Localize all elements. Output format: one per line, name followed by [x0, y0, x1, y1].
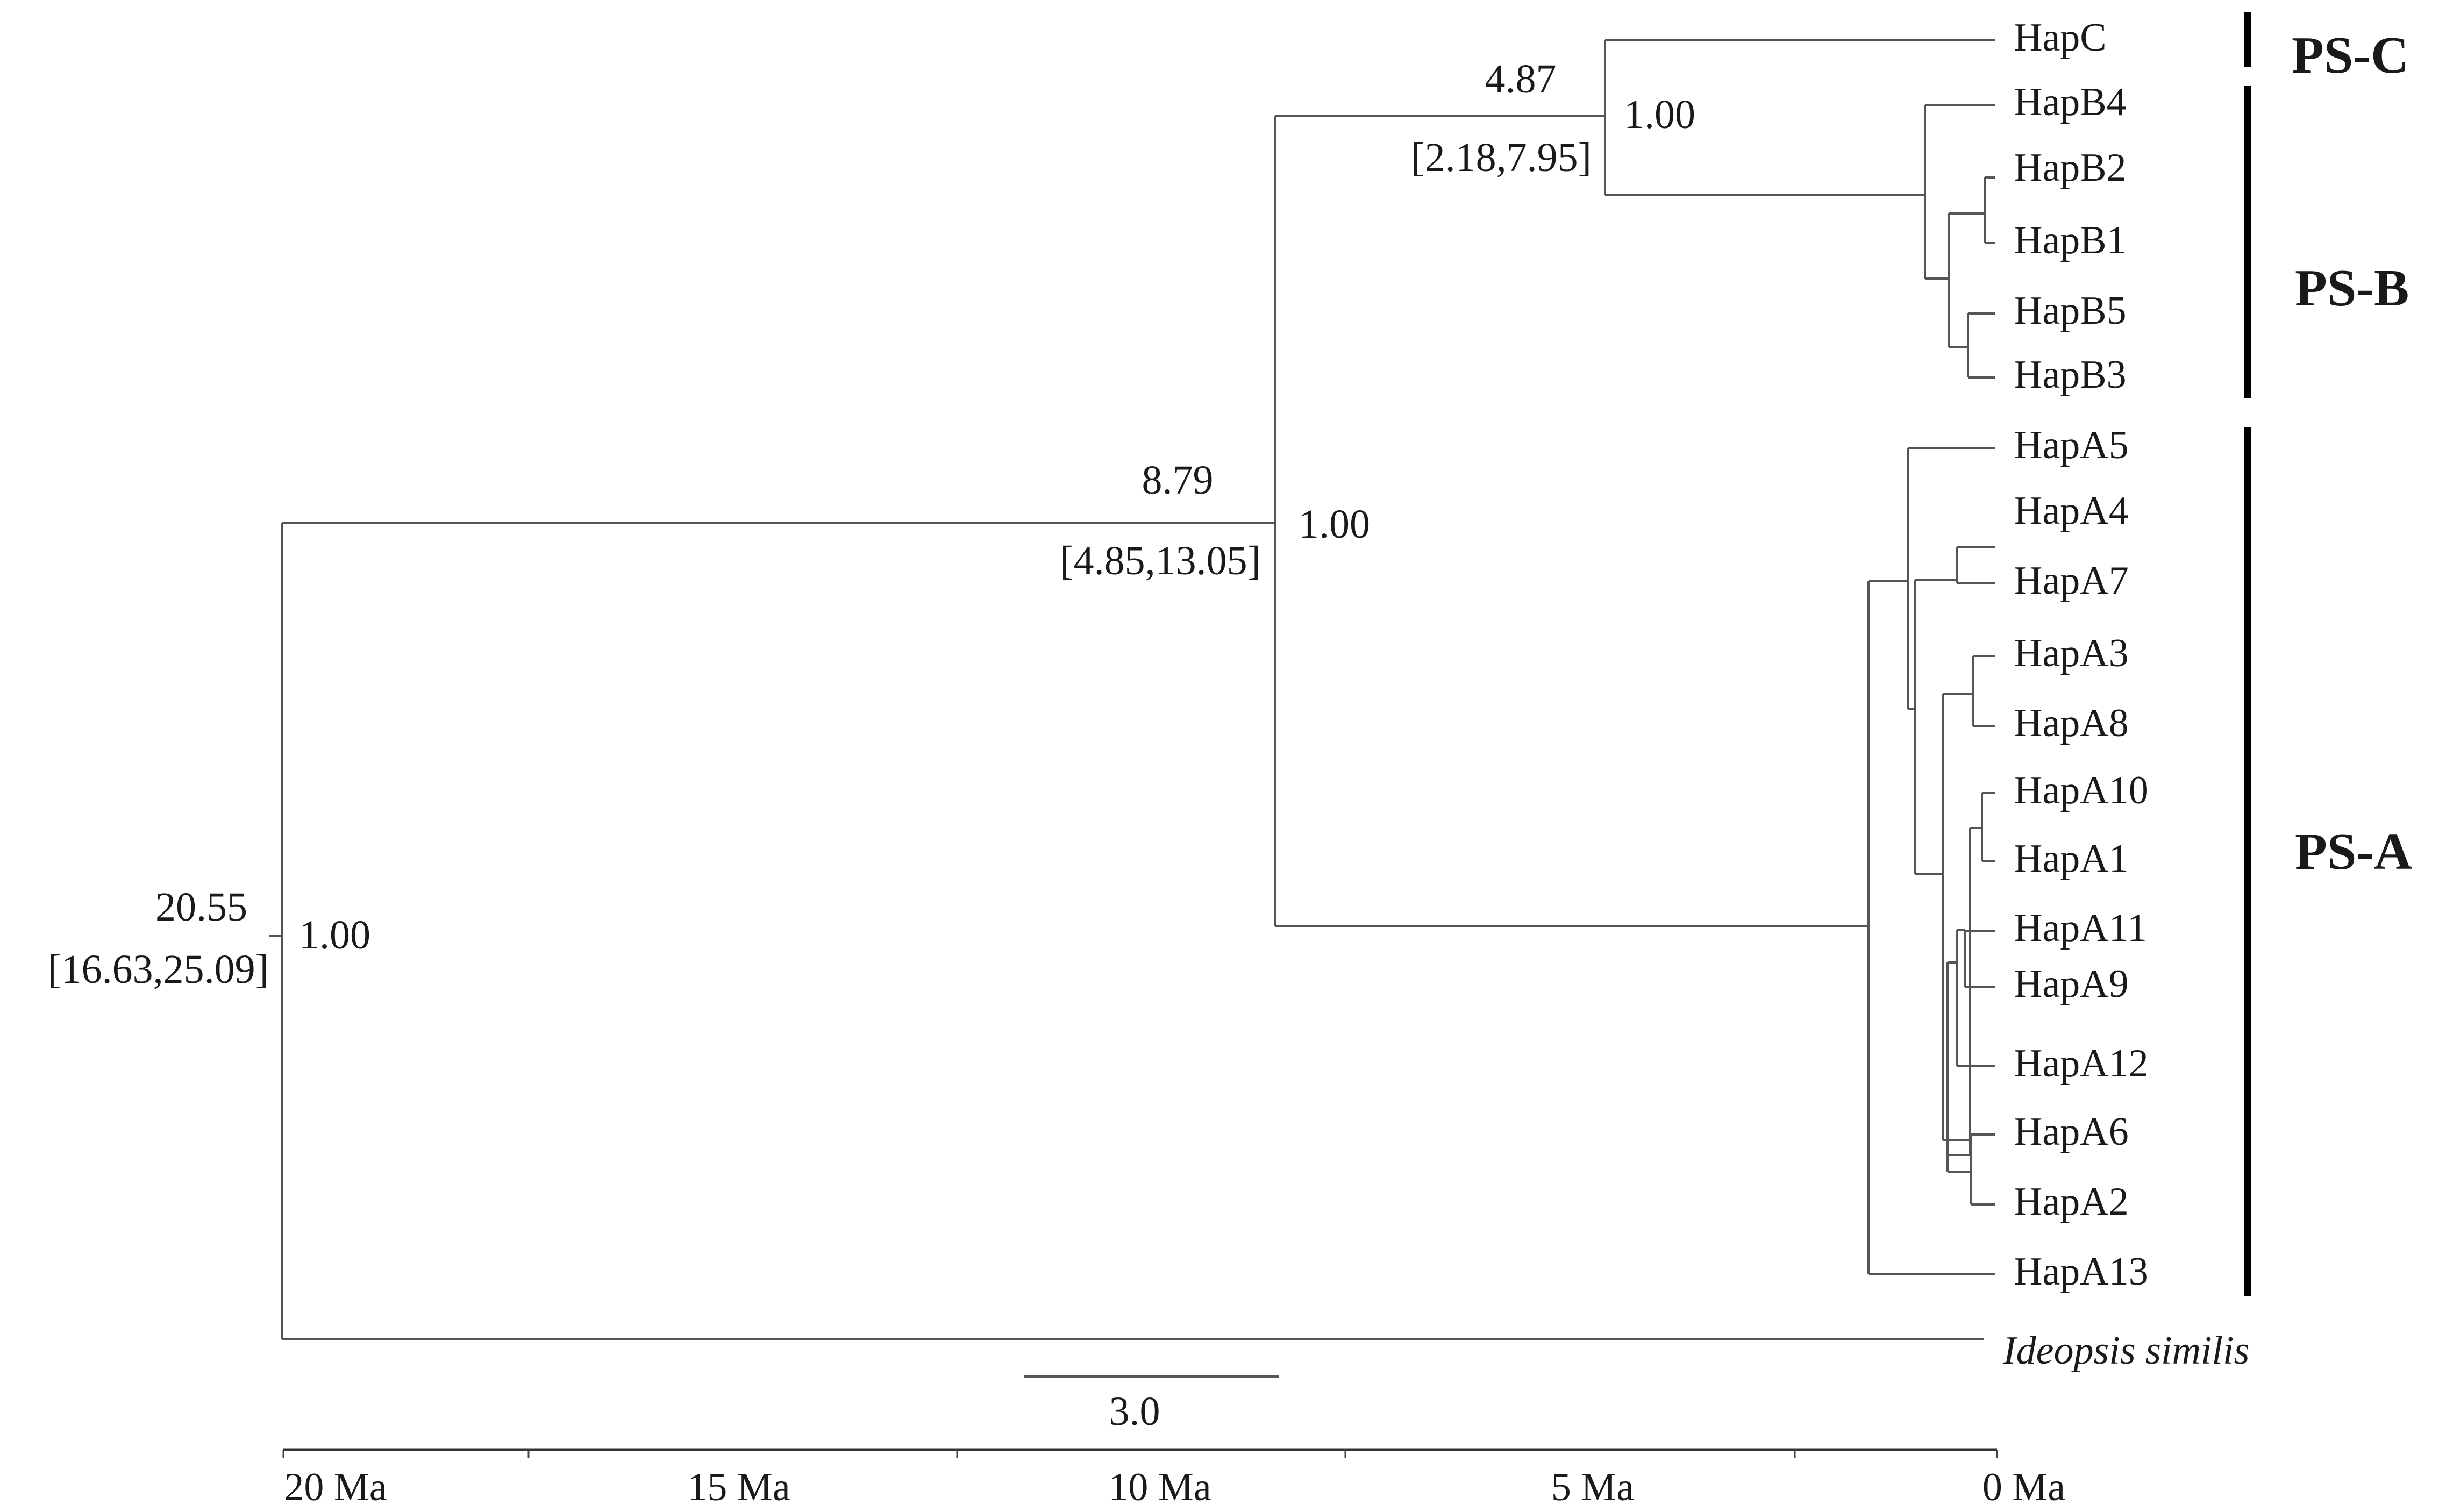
axis-tick-label: 0 Ma: [1982, 1465, 2065, 1509]
time-axis: 20 Ma 15 Ma 10 Ma 5 Ma 0 Ma: [282, 1448, 2065, 1509]
tip-label: HapA4: [2014, 489, 2129, 533]
bc-node-age: 4.87: [1485, 56, 1557, 102]
tip-label: HapA1: [2014, 837, 2129, 881]
bc-node-branch: [1604, 39, 1995, 196]
mid-node-branch: [1274, 115, 1869, 927]
axis-tick-label: 5 Ma: [1551, 1465, 1634, 1509]
bc-node-support: 1.00: [1624, 92, 1695, 137]
mid-node-ci: [4.85,13.05]: [1060, 538, 1261, 583]
tip-label: HapC: [2014, 16, 2107, 60]
tip-label: HapA11: [2014, 906, 2147, 950]
mid-node-support: 1.00: [1299, 502, 1370, 547]
tip-label: HapA3: [2014, 631, 2129, 675]
tip-label: HapA7: [2014, 559, 2129, 603]
tree-branches: [269, 39, 1995, 1340]
tip-label: HapB4: [2014, 80, 2127, 124]
mid-node-age: 8.79: [1142, 458, 1214, 503]
tip-label: HapA2: [2014, 1180, 2129, 1224]
scale-bar-label: 3.0: [1109, 1389, 1160, 1434]
axis-tick-label: 10 Ma: [1108, 1465, 1211, 1509]
tip-label: HapA13: [2014, 1250, 2149, 1294]
outgroup-label: Ideopsis similis: [2002, 1329, 2249, 1373]
root-branch: [269, 522, 1984, 1340]
tip-label: HapB1: [2014, 218, 2127, 262]
tip-label: HapA10: [2014, 768, 2149, 812]
tip-label: HapA12: [2014, 1042, 2149, 1086]
tip-label: HapA5: [2014, 423, 2129, 467]
bc-node-ci: [2.18,7.95]: [1411, 135, 1592, 180]
clade-label-psc: PS-C: [2292, 26, 2409, 84]
axis-tick-label: 15 Ma: [687, 1465, 790, 1509]
tip-label: HapB3: [2014, 353, 2127, 397]
root-ci: [16.63,25.09]: [47, 947, 269, 992]
clade-label-psa: PS-A: [2295, 823, 2412, 881]
clade-label-psb: PS-B: [2295, 259, 2409, 317]
axis-tick-label: 20 Ma: [284, 1465, 387, 1509]
tip-label: HapA6: [2014, 1110, 2129, 1154]
root-age: 20.55: [155, 885, 247, 930]
tip-label: HapB2: [2014, 146, 2127, 190]
psb-branches: [1924, 104, 1995, 379]
tip-label: HapB5: [2014, 289, 2127, 333]
tip-label: HapA9: [2014, 962, 2129, 1006]
root-support: 1.00: [299, 912, 370, 958]
tip-labels: HapC HapB4 HapB2 HapB1 HapB5 HapB3 HapA5…: [2002, 16, 2249, 1373]
tip-label: HapA8: [2014, 701, 2129, 745]
psa-branches: [1867, 447, 1995, 1275]
